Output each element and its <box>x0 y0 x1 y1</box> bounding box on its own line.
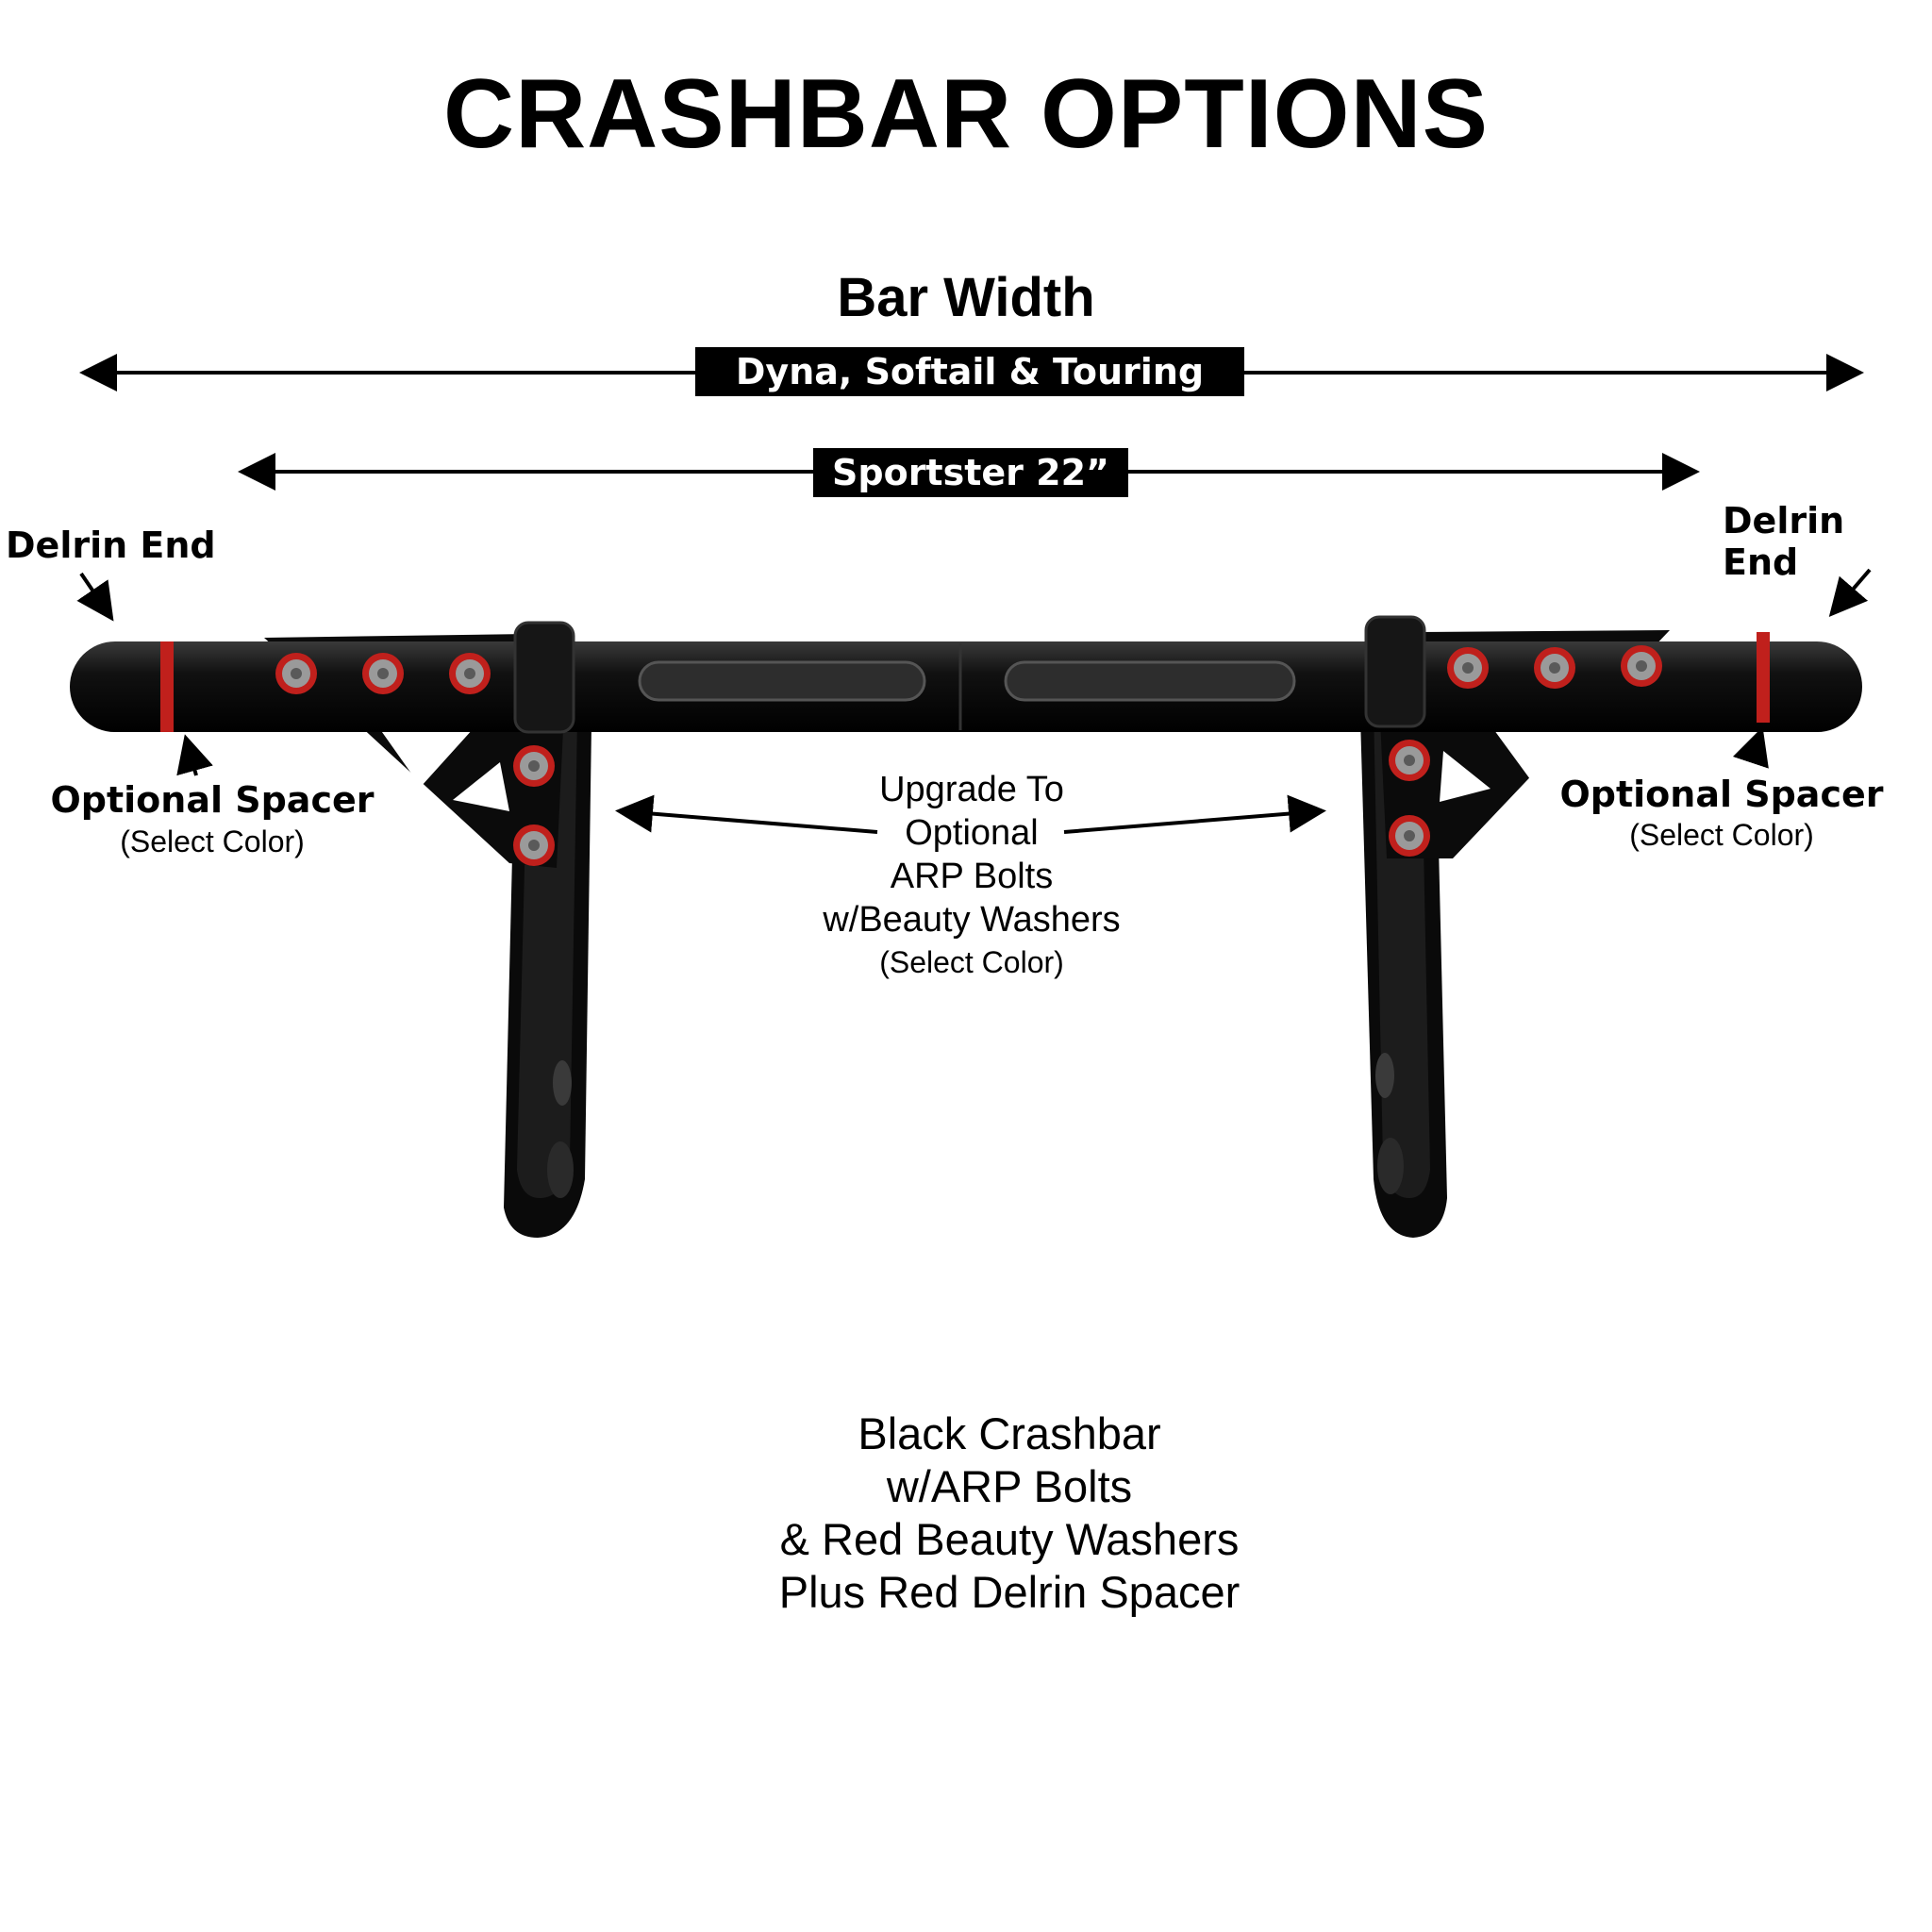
upgrade-line: w/Beauty Washers <box>823 900 1121 940</box>
delrin-spacer-left <box>160 641 174 732</box>
upgrade-left-arrow <box>615 794 878 834</box>
optional-spacer-left-label: Optional Spacer <box>50 779 375 821</box>
spacer-right-arrow <box>1732 726 1769 769</box>
upgrade-line: Upgrade To <box>879 770 1064 809</box>
bolt-right-1 <box>1447 647 1489 689</box>
bolt-left-4 <box>513 745 555 787</box>
bolt-right-4 <box>1389 740 1430 781</box>
left-clamp <box>513 621 575 734</box>
caption-line: w/ARP Bolts <box>886 1461 1133 1511</box>
bar-slot-right <box>1004 660 1296 702</box>
bolt-left-2 <box>362 653 404 694</box>
optional-spacer-right-sub: (Select Color) <box>1629 818 1814 852</box>
spacer-left-arrow <box>176 734 213 776</box>
delrin-spacer-right <box>1757 632 1770 723</box>
product-caption: Black Crashbar w/ARP Bolts & Red Beauty … <box>538 1407 1481 1619</box>
bar-width-heading: Bar Width <box>837 267 1095 328</box>
dyna-softail-touring-width-label: Dyna, Softail & Touring 29” <box>695 347 1244 441</box>
upgrade-line: Optional <box>905 813 1039 853</box>
right-gusset-cutout-2 <box>1440 751 1491 802</box>
bolt-right-5 <box>1389 815 1430 857</box>
delrin-left-arrow <box>76 572 114 622</box>
left-gusset-cutout-2 <box>453 762 509 811</box>
bolts <box>275 645 1662 866</box>
sportster-width-label: Sportster 22” <box>813 448 1128 497</box>
right-clamp <box>1364 615 1426 728</box>
upgrade-line: ARP Bolts <box>890 857 1054 896</box>
bolt-left-3 <box>449 653 491 694</box>
delrin-end-left-label: Delrin End <box>6 525 216 566</box>
caption-line: Plus Red Delrin Spacer <box>778 1567 1241 1617</box>
page-title: CRASHBAR OPTIONS <box>442 59 1490 169</box>
caption-line: Black Crashbar <box>858 1408 1161 1458</box>
delrin-right-arrow <box>1828 568 1872 618</box>
bolt-right-2 <box>1534 647 1575 689</box>
bolt-left-5 <box>513 824 555 866</box>
upgrade-bolts-callout: Upgrade To Optional ARP Bolts w/Beauty W… <box>717 768 1226 941</box>
bolt-right-3 <box>1621 645 1662 687</box>
upgrade-right-arrow <box>1063 794 1326 834</box>
delrin-end-right-label: Delrin End <box>1723 500 1845 583</box>
bolt-left-1 <box>275 653 317 694</box>
bar-slot-left <box>638 660 926 702</box>
optional-spacer-left-sub: (Select Color) <box>120 824 305 858</box>
optional-spacer-right-label: Optional Spacer <box>1559 774 1884 815</box>
main-bar-tube <box>70 641 1862 732</box>
upgrade-bolts-sub: (Select Color) <box>879 945 1064 979</box>
caption-line: & Red Beauty Washers <box>779 1514 1240 1564</box>
